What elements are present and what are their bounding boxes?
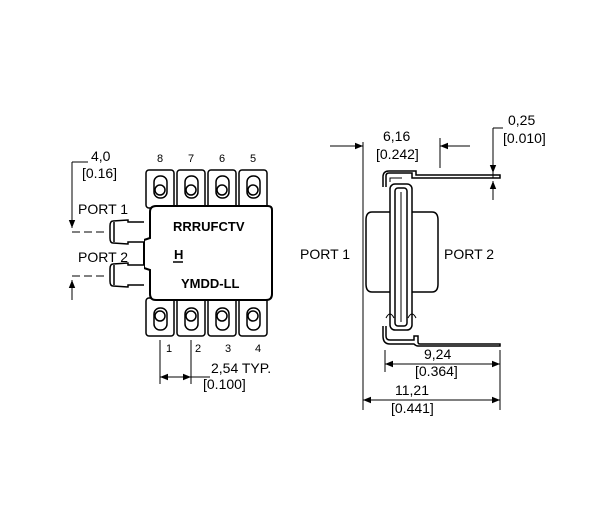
side-port1-body <box>365 211 390 293</box>
body-width-mm: 6,16 <box>383 128 410 144</box>
side-port1-label: PORT 1 <box>300 246 350 262</box>
pin-pitch-mm: 2,54 TYP. <box>211 360 271 376</box>
side-lower-lead <box>382 326 501 347</box>
port-spacing-in: [0.16] <box>82 165 117 181</box>
bottom-pin-pads <box>145 297 268 337</box>
marking-line3: YMDD-LL <box>181 276 240 291</box>
marking-line1: RRRUFCTV <box>173 219 245 234</box>
front-view <box>68 161 273 384</box>
side-port2-label: PORT 2 <box>444 246 494 262</box>
side-port2-body <box>412 211 439 293</box>
side-upper-lead <box>382 170 501 187</box>
pin-pitch-in: [0.100] <box>203 376 246 392</box>
front-port1-label: PORT 1 <box>78 201 128 217</box>
overall-width-mm: 11,21 <box>395 382 429 398</box>
pin-label-2: 2 <box>195 343 201 355</box>
body-width-in: [0.242] <box>376 146 419 162</box>
front-port2-label: PORT 2 <box>78 249 128 265</box>
overall-width-in: [0.441] <box>391 400 434 416</box>
lead-thickness-mm: 0,25 <box>508 112 535 128</box>
pin-label-7: 7 <box>188 153 194 165</box>
top-pin-pads <box>145 169 268 209</box>
pin-label-8: 8 <box>157 153 163 165</box>
pin-label-4: 4 <box>255 343 261 355</box>
port-spacing-mm: 4,0 <box>91 148 111 164</box>
lead-span-in: [0.364] <box>415 363 458 379</box>
pin-label-3: 3 <box>225 343 231 355</box>
pin-label-6: 6 <box>219 153 225 165</box>
side-view <box>330 127 503 410</box>
lead-span-mm: 9,24 <box>424 346 451 362</box>
package-body <box>143 205 273 301</box>
port1-tube <box>109 219 144 245</box>
pin-label-5: 5 <box>250 153 256 165</box>
port2-tube <box>109 262 144 288</box>
lead-thickness-in: [0.010] <box>503 130 546 146</box>
marking-line2: H <box>174 247 183 262</box>
pin-label-1: 1 <box>166 343 172 355</box>
